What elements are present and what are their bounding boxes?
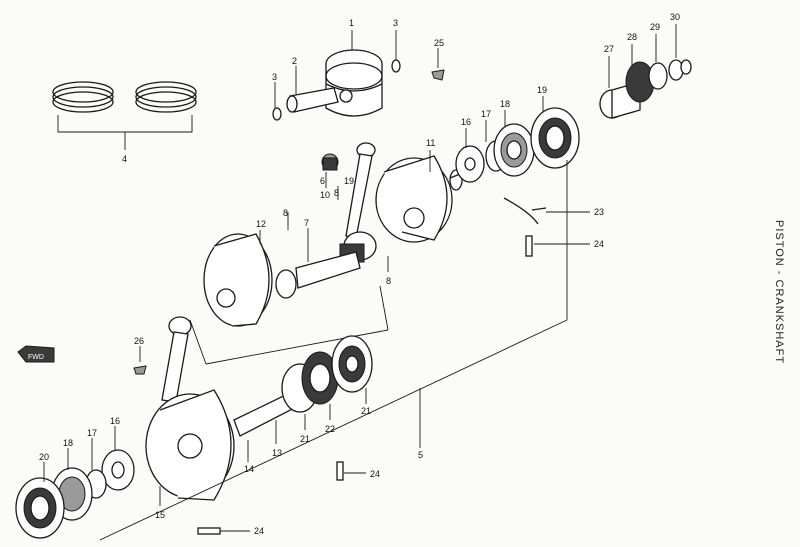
callout-3: 3 bbox=[393, 18, 398, 28]
callout-9: 19 bbox=[344, 176, 354, 186]
callout-24: 24 bbox=[370, 469, 380, 479]
small-end-bearing bbox=[321, 153, 339, 171]
piston-rings bbox=[52, 81, 197, 150]
callout-24: 24 bbox=[254, 526, 264, 536]
callout-8: 8 bbox=[283, 208, 288, 218]
callout-14: 14 bbox=[244, 464, 254, 474]
callout-17: 17 bbox=[87, 428, 97, 438]
callout-7: 7 bbox=[304, 218, 309, 228]
crank-pin bbox=[295, 251, 361, 289]
retaining-ring bbox=[503, 197, 547, 225]
callout-26: 26 bbox=[134, 336, 144, 346]
crankshaft-assembly bbox=[15, 316, 373, 539]
callout-21: 21 bbox=[300, 434, 310, 444]
callout-23: 23 bbox=[594, 207, 604, 217]
callout-18: 18 bbox=[500, 99, 510, 109]
piston-pin bbox=[272, 59, 401, 121]
callout-17: 17 bbox=[481, 109, 491, 119]
fwd-arrow-icon: FWD bbox=[17, 345, 55, 363]
callout-8: 8 bbox=[334, 188, 339, 198]
left-crank-half bbox=[203, 233, 273, 327]
callout-18: 18 bbox=[63, 438, 73, 448]
side-title: PISTON - CRANKSHAFT bbox=[773, 220, 785, 364]
callout-6: 6 bbox=[320, 176, 325, 186]
callout-30: 30 bbox=[670, 12, 680, 22]
primary-drive-gear bbox=[599, 59, 692, 119]
callout-20: 20 bbox=[39, 452, 49, 462]
callout-13: 13 bbox=[272, 448, 282, 458]
callout-4: 4 bbox=[122, 154, 127, 164]
callout-25: 25 bbox=[434, 38, 444, 48]
callout-10: 10 bbox=[320, 190, 330, 200]
callout-28: 28 bbox=[627, 32, 637, 42]
connecting-rod-upper bbox=[343, 142, 377, 261]
right-bearing bbox=[493, 123, 535, 177]
callout-22: 22 bbox=[325, 424, 335, 434]
piston bbox=[325, 49, 383, 117]
callout-2: 2 bbox=[292, 56, 297, 66]
callout-19: 19 bbox=[537, 85, 547, 95]
key bbox=[133, 365, 147, 375]
callout-29: 29 bbox=[650, 22, 660, 32]
washer bbox=[455, 145, 485, 183]
callout-5: 5 bbox=[418, 450, 423, 460]
callout-1: 1 bbox=[349, 18, 354, 28]
callout-12: 12 bbox=[256, 219, 266, 229]
callout-8: 8 bbox=[386, 276, 391, 286]
callout-labels: 1 2 3 3 4 25 27 28 29 30 11 16 17 18 19 … bbox=[39, 12, 680, 536]
callout-11: 11 bbox=[426, 138, 435, 148]
outer-bearing bbox=[530, 107, 580, 169]
callout-24: 24 bbox=[594, 239, 604, 249]
callout-16: 16 bbox=[461, 117, 471, 127]
callout-16: 16 bbox=[110, 416, 120, 426]
fwd-label: FWD bbox=[28, 354, 44, 361]
dowel-pin-bottom bbox=[197, 527, 221, 535]
dowel-pin bbox=[525, 235, 533, 257]
thrust-washer bbox=[275, 269, 297, 299]
callout-27: 27 bbox=[604, 44, 614, 54]
callout-3: 3 bbox=[272, 72, 277, 82]
callout-21: 21 bbox=[361, 406, 371, 416]
callout-15: 15 bbox=[155, 510, 165, 520]
dowel-pin-lower bbox=[336, 461, 344, 481]
woodruff-key bbox=[431, 69, 445, 81]
